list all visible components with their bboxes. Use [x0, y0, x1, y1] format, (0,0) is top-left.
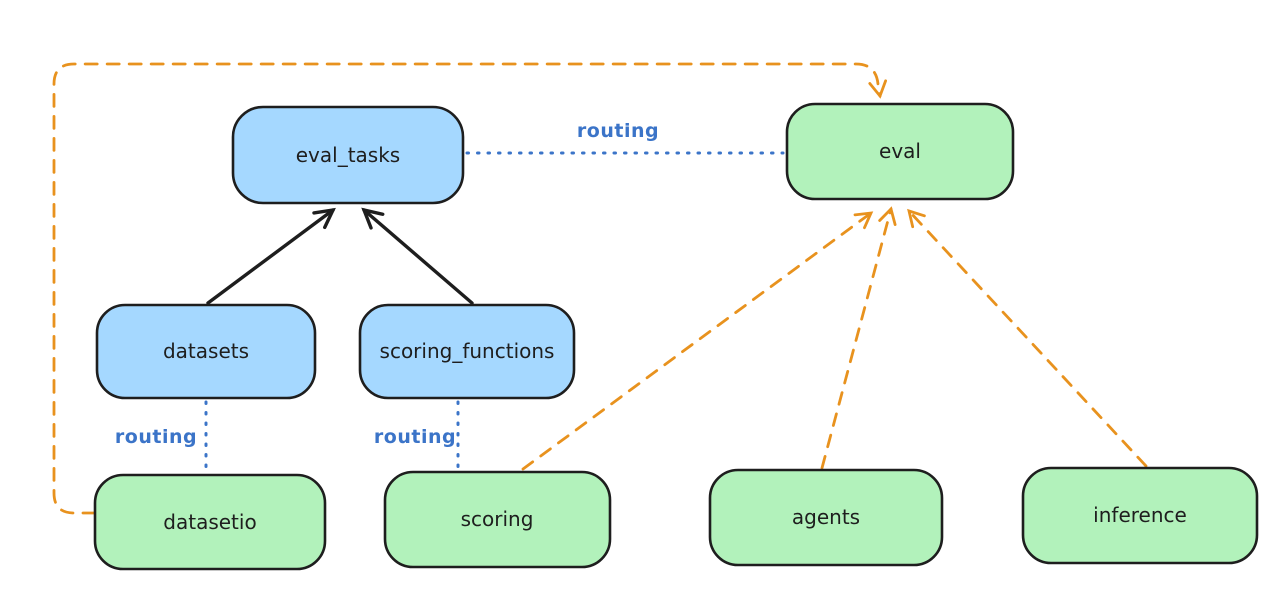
- node-datasets: datasets: [95, 303, 317, 400]
- node-datasetio-label: datasetio: [163, 510, 256, 534]
- edge-inference-to-eval: [907, 208, 1148, 468]
- node-eval-tasks: eval_tasks: [231, 105, 465, 205]
- node-scoring-box: [383, 470, 612, 569]
- node-eval: eval: [785, 102, 1015, 201]
- node-eval-tasks-box: [231, 105, 465, 205]
- edge-scoring-to-eval: [521, 211, 874, 471]
- node-datasetio-box: [93, 473, 327, 571]
- routing-label-datasets-datasetio: routing: [115, 426, 197, 448]
- node-scoring-functions-box: [358, 303, 576, 400]
- node-inference: inference: [1021, 466, 1259, 565]
- node-eval-tasks-label: eval_tasks: [296, 143, 400, 167]
- node-agents: agents: [708, 468, 944, 567]
- routing-label-scoring-functions-scoring: routing: [374, 426, 456, 448]
- node-inference-box: [1021, 466, 1259, 565]
- node-scoring-functions-label: scoring_functions: [380, 339, 555, 363]
- node-scoring: scoring: [383, 470, 612, 569]
- node-scoring-label: scoring: [461, 507, 534, 531]
- edge-agents-to-eval: [820, 206, 897, 470]
- node-agents-box: [708, 468, 944, 567]
- edge-datasets-to-eval-tasks: [206, 207, 336, 305]
- node-datasets-label: datasets: [163, 339, 249, 363]
- node-eval-box: [785, 102, 1015, 201]
- node-inference-label: inference: [1093, 503, 1187, 527]
- node-agents-label: agents: [792, 505, 860, 529]
- node-scoring-functions: scoring_functions: [358, 303, 576, 400]
- node-datasetio: datasetio: [93, 473, 327, 571]
- edge-scoring-functions-to-eval-tasks: [361, 207, 474, 305]
- node-datasets-box: [95, 303, 317, 400]
- node-eval-label: eval: [879, 139, 921, 163]
- routing-label-eval-tasks-eval: routing: [577, 120, 659, 142]
